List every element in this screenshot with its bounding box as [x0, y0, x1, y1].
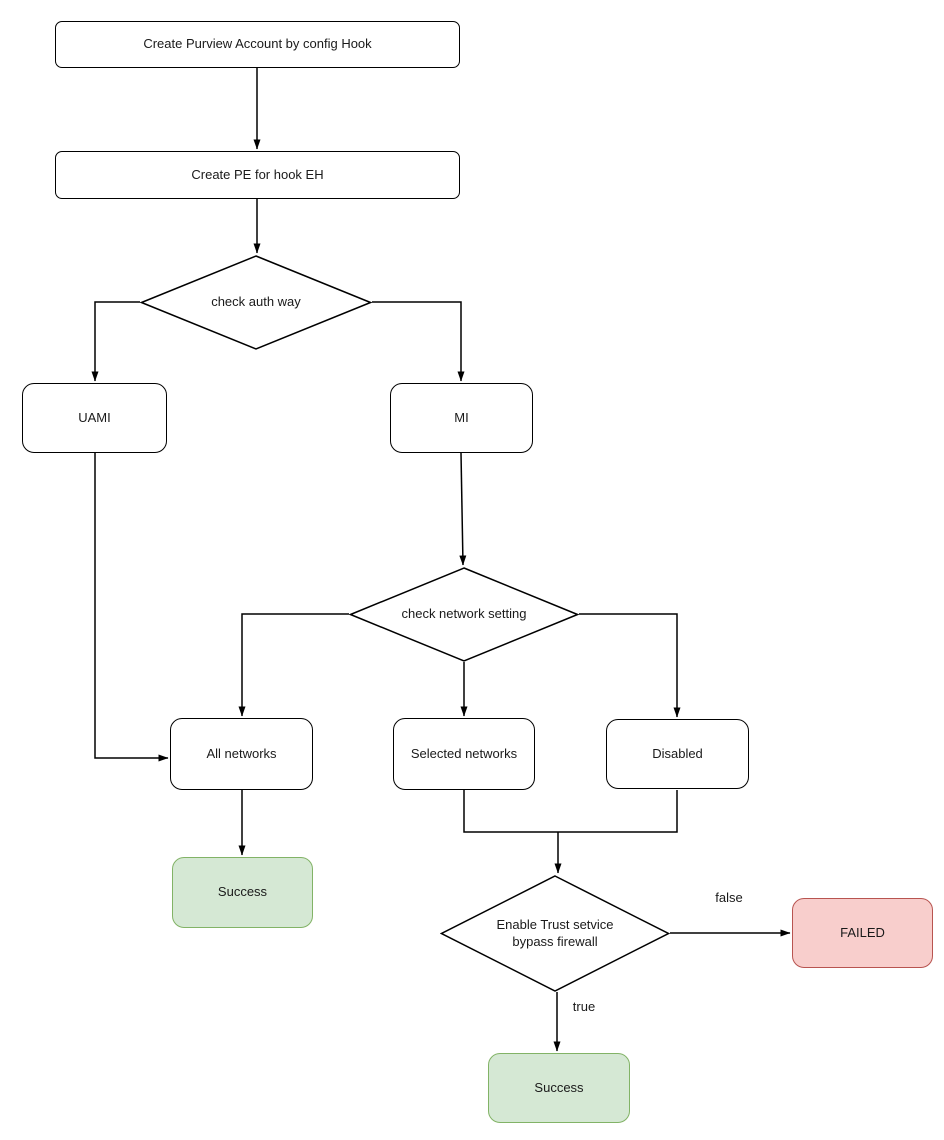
- node-label: Create PE for hook EH: [191, 166, 324, 182]
- node-all-networks: All networks: [170, 718, 313, 790]
- edge-merge-selected-disabled: [463, 790, 678, 833]
- node-create-pe-for-hook-eh: Create PE for hook EH: [55, 151, 460, 199]
- diamond-shape: [440, 875, 670, 992]
- node-label: Disabled: [652, 745, 703, 761]
- node-label: All networks: [206, 745, 277, 761]
- diamond-shape: [140, 255, 372, 350]
- node-label: Success: [217, 884, 268, 900]
- diamond-shape: [349, 567, 579, 662]
- node-label: MI: [454, 409, 469, 425]
- node-uami: UAMI: [22, 383, 167, 453]
- node-label: Create Purview Account by config Hook: [143, 36, 372, 52]
- decision-check-network-setting: check network setting: [349, 567, 579, 662]
- decision-label: Enable Trust setvice bypass firewall: [496, 916, 614, 949]
- edge-check-network-to-disabled: [579, 613, 681, 718]
- node-label: FAILED: [840, 924, 885, 940]
- edge-label-false: false: [699, 890, 759, 905]
- node-mi: MI: [390, 383, 533, 453]
- node-selected-networks: Selected networks: [393, 718, 535, 790]
- edge-uami-to-all-networks: [94, 453, 169, 762]
- decision-check-auth-way: check auth way: [140, 255, 372, 350]
- node-label: UAMI: [78, 409, 111, 425]
- node-disabled: Disabled: [606, 719, 749, 789]
- decision-label: check network setting: [401, 606, 527, 622]
- node-success-bottom: Success: [488, 1053, 630, 1123]
- edge-check-network-to-all-networks: [238, 613, 349, 717]
- node-create-purview-account: Create Purview Account by config Hook: [55, 21, 460, 68]
- decision-enable-trust-service-bypass-firewall: Enable Trust setvice bypass firewall: [440, 875, 670, 992]
- node-failed: FAILED: [792, 898, 933, 968]
- edge-check-auth-to-mi: [372, 301, 465, 382]
- edge-mi-to-check-network: [459, 452, 467, 566]
- edge-label-true: true: [564, 999, 604, 1014]
- node-label: Success: [534, 1079, 584, 1095]
- decision-label: check auth way: [211, 294, 301, 310]
- edge-check-auth-to-uami: [91, 301, 140, 382]
- node-label: Selected networks: [410, 745, 518, 761]
- node-success-left: Success: [172, 857, 313, 928]
